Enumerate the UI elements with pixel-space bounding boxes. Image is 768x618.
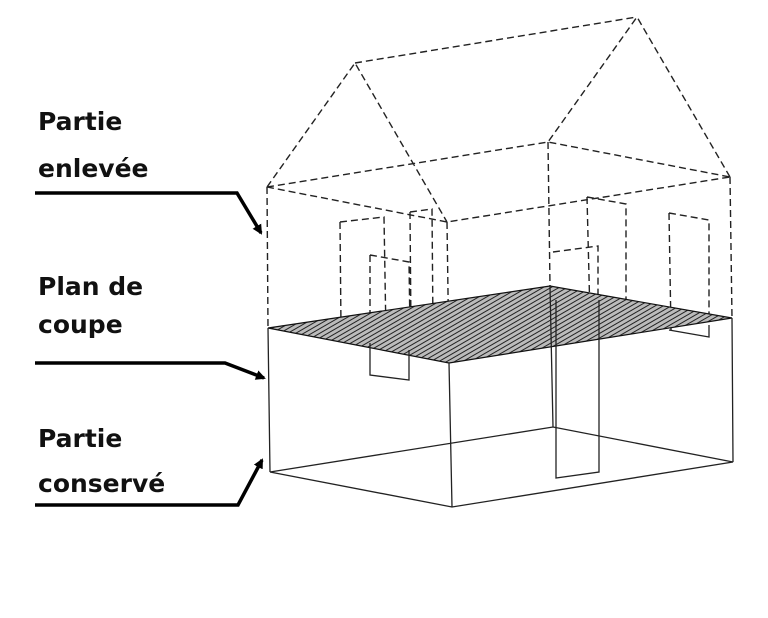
leader-arrow-plane	[35, 361, 266, 380]
label-kept-line2: conservé	[38, 469, 165, 498]
kept-part	[267, 285, 734, 508]
upper-windows	[339, 196, 710, 336]
label-removed-part: Partie enlevée	[35, 107, 263, 235]
label-kept-line1: Partie	[38, 424, 122, 453]
label-plane-line2: coupe	[38, 310, 123, 339]
leader-arrow-kept	[35, 458, 264, 507]
label-removed-line2: enlevée	[38, 154, 149, 183]
label-cutting-plane: Plan de coupe	[35, 272, 266, 380]
leader-arrow-removed	[35, 191, 263, 235]
label-removed-line1: Partie	[38, 107, 122, 136]
cutting-plane	[267, 285, 733, 364]
removed-part	[266, 15, 733, 364]
lower-walls	[267, 285, 734, 508]
label-kept-part: Partie conservé	[35, 424, 264, 507]
lower-openings	[369, 300, 710, 479]
roof-edges	[266, 15, 731, 223]
label-plane-line1: Plan de	[38, 272, 143, 301]
upper-walls	[266, 141, 733, 364]
